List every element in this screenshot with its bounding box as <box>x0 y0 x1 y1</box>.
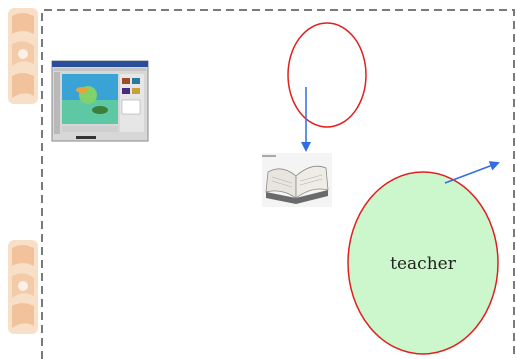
teacher-node[interactable]: teacher <box>347 171 499 355</box>
top-ellipse[interactable] <box>287 22 367 128</box>
dashed-frame <box>41 9 515 359</box>
open-book-icon[interactable] <box>262 153 332 207</box>
watermark-bottom-icon <box>8 240 38 334</box>
teacher-ellipse[interactable] <box>347 171 499 355</box>
image-editor-screenshot-icon[interactable] <box>51 60 149 142</box>
teacher-label: teacher <box>390 254 457 274</box>
arrow-from-teacher[interactable] <box>444 161 500 184</box>
watermark-top-icon <box>8 8 38 104</box>
